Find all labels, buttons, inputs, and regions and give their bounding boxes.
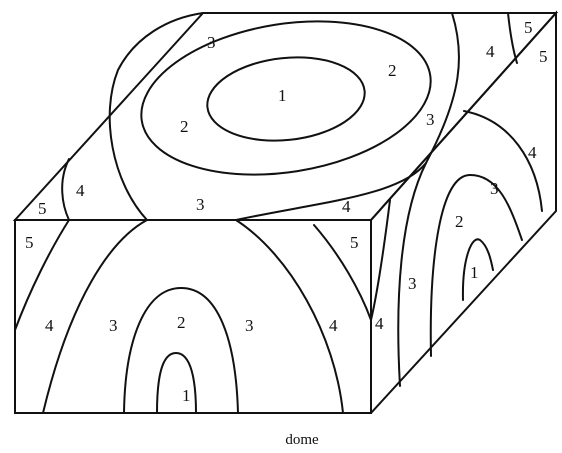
front-contour-inner (124, 288, 238, 413)
front-contour-outer-right (314, 225, 371, 320)
side-label: 1 (470, 263, 479, 282)
diagram-caption: dome (285, 432, 319, 448)
front-label: 1 (182, 386, 191, 405)
side-label: 2 (455, 212, 464, 231)
front-contour-outer-left (15, 220, 69, 330)
top-label: 4 (342, 197, 351, 216)
top-label: 5 (524, 18, 533, 37)
front-face-outline (15, 220, 371, 413)
front-contour-middle (43, 220, 147, 413)
top-label: 4 (76, 181, 85, 200)
top-label: 5 (38, 199, 47, 218)
top-face-labels: 1 2 2 3 3 3 4 4 5 5 5 4 (38, 18, 548, 218)
front-label: 3 (109, 316, 118, 335)
top-contour-left (110, 13, 203, 220)
top-face-outline (15, 13, 556, 220)
side-face-contours (371, 111, 542, 386)
top-label: 3 (426, 110, 435, 129)
side-label: 4 (528, 143, 537, 162)
front-label: 4 (45, 316, 54, 335)
side-label: 3 (408, 274, 417, 293)
front-face-labels: 5 4 3 2 1 3 4 5 (25, 233, 359, 405)
top-label: 1 (278, 86, 287, 105)
top-label: 3 (207, 33, 216, 52)
block-outline (15, 13, 556, 413)
front-label: 2 (177, 313, 186, 332)
top-face-contours (62, 2, 517, 220)
front-label: 5 (25, 233, 34, 252)
top-label: 3 (196, 195, 205, 214)
front-label: 5 (350, 233, 359, 252)
top-label: 2 (180, 117, 189, 136)
front-label: 4 (329, 316, 338, 335)
top-label: 5 (539, 47, 548, 66)
side-label: 4 (375, 314, 384, 333)
top-label: 4 (486, 42, 495, 61)
side-label: 3 (490, 179, 499, 198)
front-label: 3 (245, 316, 254, 335)
front-face-contours (15, 220, 371, 413)
top-contour-corner-right (508, 13, 517, 63)
top-label: 2 (388, 61, 397, 80)
